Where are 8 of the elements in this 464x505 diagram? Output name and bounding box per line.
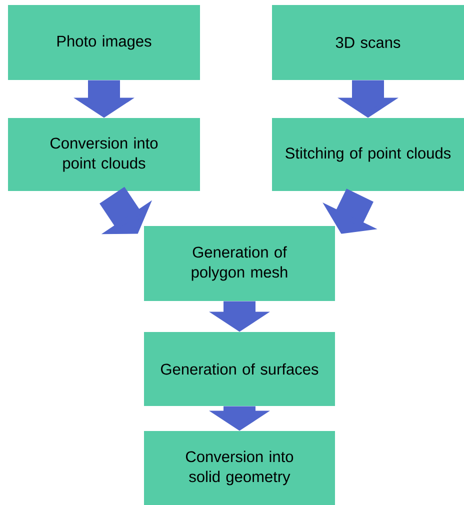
- process-box: Stitching of point clouds: [272, 118, 464, 191]
- process-box: 3D scans: [272, 5, 464, 80]
- process-box: Conversion into point clouds: [8, 118, 200, 191]
- block-arrow: [100, 186, 152, 234]
- process-box: Photo images: [8, 5, 200, 80]
- process-box: Conversion into solid geometry: [144, 431, 335, 505]
- process-box: Generation of surfaces: [144, 332, 335, 406]
- process-box: Generation of polygon mesh: [144, 226, 335, 301]
